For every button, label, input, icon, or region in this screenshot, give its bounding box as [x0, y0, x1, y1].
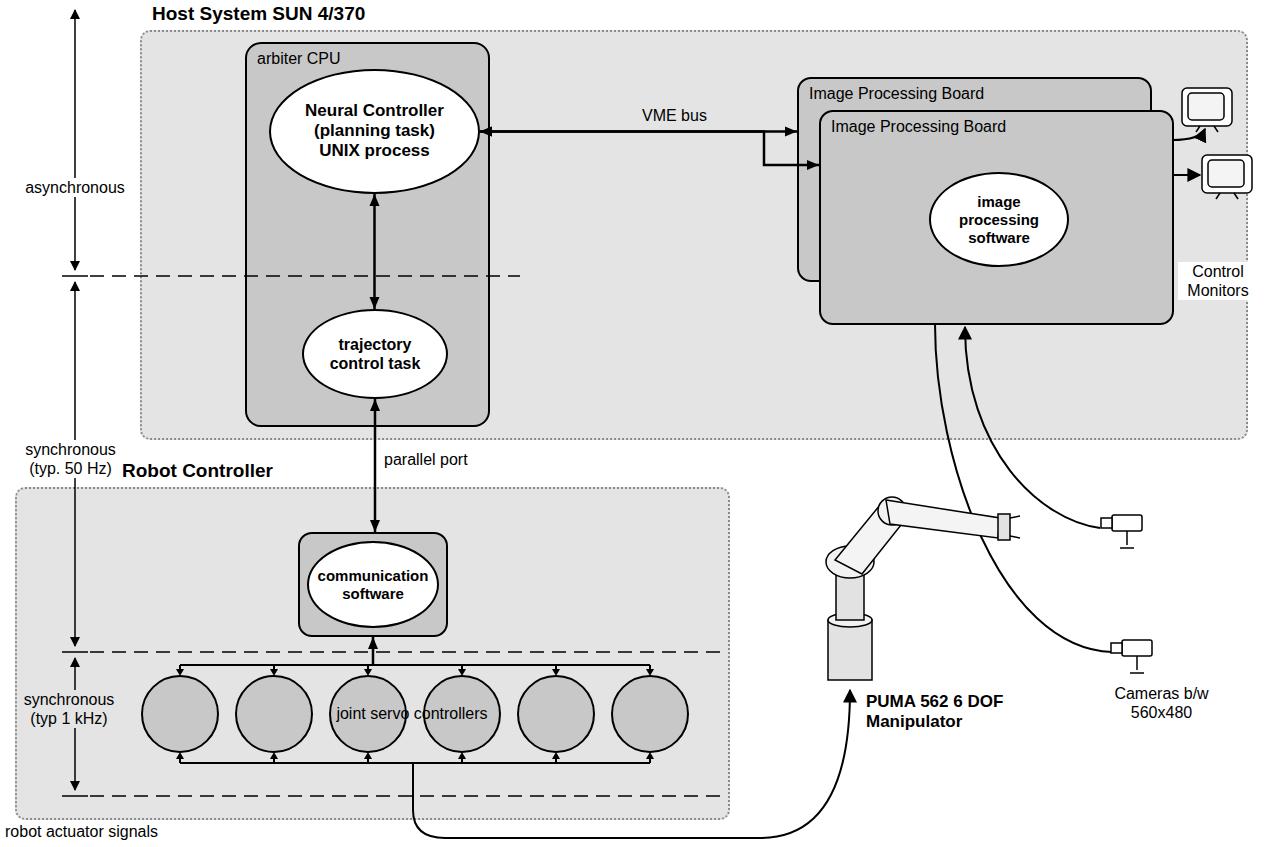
node-label: Neural Controller (planning task) UNIX p…: [271, 101, 478, 162]
bus-tap: [555, 758, 557, 763]
bus-arrow: [176, 669, 184, 676]
arrow-head: [480, 127, 492, 137]
bus-tap: [273, 665, 275, 670]
connector-line: [374, 399, 377, 532]
device-label: Cameras b/w 560x480: [1104, 684, 1219, 722]
arrow-head: [370, 520, 380, 532]
arrow-head: [370, 399, 380, 411]
arrow-head: [370, 297, 380, 309]
node-label: arbiter CPU: [257, 50, 341, 68]
bus-tap: [649, 665, 651, 670]
bus-arrow: [552, 752, 560, 759]
bus-arrow: [270, 669, 278, 676]
time-axis: [62, 10, 88, 796]
servo-circle: [142, 676, 218, 752]
node-label: Image Processing Board: [831, 118, 1006, 136]
bus-arrow: [646, 669, 654, 676]
bus-arrow: [270, 752, 278, 759]
board-box: Image Processing Board image processing s…: [819, 110, 1174, 325]
arrow-head: [370, 194, 380, 206]
monitor-icon: [1202, 155, 1252, 199]
connector-line: [480, 132, 819, 166]
process-ellipse: Neural Controller (planning task) UNIX p…: [269, 69, 480, 194]
connector: [370, 194, 380, 309]
cpu-board: arbiter CPU Neural Controller (planning t…: [245, 42, 490, 427]
bus-tap: [649, 758, 651, 763]
timing-label: synchronous (typ 1 kHz): [20, 690, 118, 728]
bus-tap: [555, 665, 557, 670]
servo-circle: [518, 676, 594, 752]
servo-circle: [236, 676, 312, 752]
bus-line: [180, 664, 650, 666]
device-label: Control Monitors: [1178, 262, 1258, 300]
bus-arrow: [458, 752, 466, 759]
host-system-region: Host System SUN 4/370arbiter CPUNeural C…: [140, 30, 1248, 440]
bus-arrow: [364, 752, 372, 759]
video-wire: [935, 129, 1205, 652]
arrow-head: [368, 637, 378, 649]
process-ellipse: image processing software: [929, 172, 1069, 267]
bus-arrow: [176, 752, 184, 759]
connector-label: VME bus: [640, 106, 709, 125]
node-label: joint servo controllers: [122, 704, 702, 723]
connector: [370, 399, 380, 532]
connector: [368, 637, 378, 664]
software-module: communication software: [298, 532, 448, 637]
connector-line: [373, 194, 376, 309]
bus-arrow: [646, 752, 654, 759]
bus-arrow: [364, 669, 372, 676]
process-ellipse: trajectory control task: [302, 309, 448, 399]
servo-controller-group: joint servo controllers: [122, 664, 702, 764]
camera-icon: [1111, 640, 1152, 673]
bus-tap: [179, 665, 181, 670]
bus-arrow: [458, 669, 466, 676]
node-label: trajectory control task: [304, 335, 446, 373]
puma-robot: [826, 497, 1020, 680]
connector-label: parallel port: [382, 450, 470, 469]
bus-tap: [179, 758, 181, 763]
bus-tap: [367, 665, 369, 670]
node-label: Image Processing Board: [809, 85, 984, 103]
bus-arrow: [552, 669, 560, 676]
node-label: image processing software: [931, 193, 1067, 247]
node-label: Robot Controller: [122, 460, 273, 482]
arrow-head: [480, 127, 492, 137]
bus-tap: [367, 758, 369, 763]
level-divider: [90, 276, 725, 796]
actuator-cable: [413, 690, 850, 838]
device-label: PUMA 562 6 DOF Manipulator: [866, 692, 1056, 733]
servo-circle: [612, 676, 688, 752]
bus-tap: [273, 758, 275, 763]
connector: [480, 127, 819, 171]
arrow-head: [807, 160, 819, 170]
bus-line: [180, 762, 650, 764]
camera-icon: [1101, 515, 1142, 548]
node-label: communication software: [300, 567, 446, 603]
monitor-icon: [1182, 88, 1232, 132]
bus-tap: [461, 665, 463, 670]
arrow-head: [785, 127, 797, 137]
timing-label: asynchronous: [25, 178, 125, 197]
timing-label: synchronous (typ. 50 Hz): [18, 440, 123, 478]
node-label: Host System SUN 4/370: [152, 3, 365, 25]
signal-label: robot actuator signals: [5, 822, 205, 841]
bus-tap: [461, 758, 463, 763]
